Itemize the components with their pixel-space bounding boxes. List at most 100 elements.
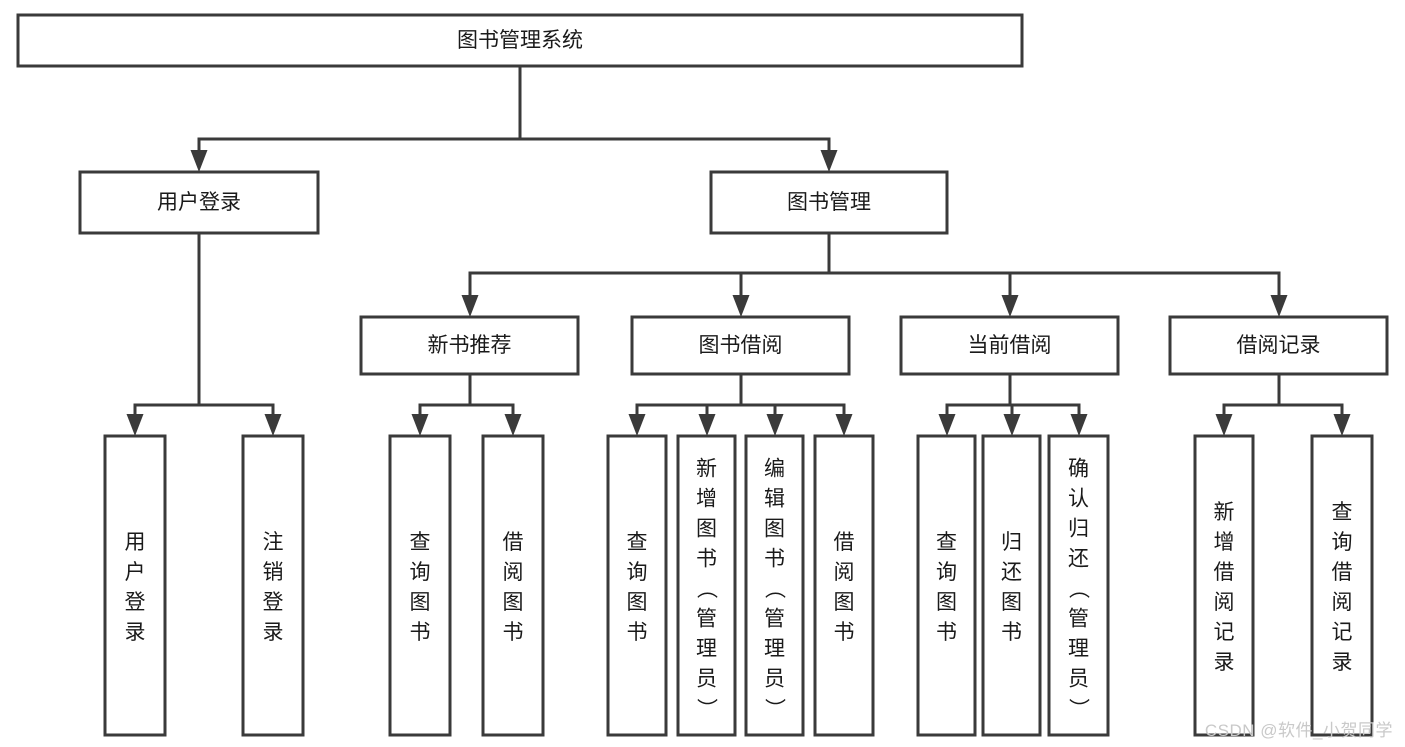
node-label-char: 录 [1214, 651, 1235, 674]
node-label-char: 阅 [503, 561, 524, 584]
node-box [1047, 434, 1110, 737]
node-label-char: 图 [834, 591, 855, 614]
node-label-char: 增 [696, 487, 717, 510]
node-label-char: 户 [125, 561, 146, 584]
node-label-char: 认 [1068, 487, 1089, 510]
node-label-char: 借 [1332, 561, 1353, 584]
node-label-char: 书 [627, 621, 648, 644]
node-label-char: 辑 [764, 487, 785, 510]
node-label-char: 登 [263, 591, 284, 614]
node-label-char: 书 [834, 621, 855, 644]
node-label-char: 图 [764, 517, 785, 540]
arrowhead-icon-book_mgmt [820, 150, 838, 172]
node-borrow-record[interactable]: 借阅记录 [1168, 315, 1389, 376]
arrowhead-icon-leaf_add_record [1215, 414, 1233, 436]
node-label-char: 员 [696, 667, 717, 690]
node-box [899, 315, 1120, 376]
node-label-char: 书 [503, 621, 524, 644]
node-label-char: 录 [263, 621, 284, 644]
node-label: 图书管理 [787, 191, 871, 214]
node-label-char: 注 [263, 531, 284, 554]
node-label-char: 查 [627, 531, 648, 554]
node-book-mgmt[interactable]: 图书管理 [709, 170, 949, 235]
node-root[interactable]: 图书管理系统 [16, 13, 1024, 68]
node-label: 图书管理系统 [457, 29, 583, 52]
node-label-char: 询 [936, 561, 957, 584]
node-leaf-user-login[interactable]: 用户登录 [103, 434, 167, 737]
node-label-char: ） [1067, 698, 1090, 719]
node-label-char: 图 [410, 591, 431, 614]
node-label-char: 归 [1068, 517, 1089, 540]
arrowhead-icon-leaf_query_book_2 [628, 414, 646, 436]
node-label: 当前借阅 [968, 334, 1052, 357]
arrowhead-icon-book_borrow [732, 295, 750, 317]
node-box [813, 434, 875, 737]
node-box [481, 434, 545, 737]
node-label-char: 确 [1068, 457, 1089, 480]
node-label-char: 图 [1001, 591, 1022, 614]
node-new-book-rec[interactable]: 新书推荐 [359, 315, 580, 376]
arrowhead-icon-leaf_borrow_book_2 [835, 414, 853, 436]
node-label-char: 询 [627, 561, 648, 584]
node-label-vertical: 用户登录 [125, 531, 146, 644]
node-label-char: 理 [1068, 637, 1089, 660]
node-label-char: 录 [1332, 651, 1353, 674]
node-label-char: 增 [1214, 531, 1235, 554]
arrowhead-icon-leaf_user_login [126, 414, 144, 436]
arrowhead-icon-leaf_return_book [1003, 414, 1021, 436]
arrowhead-icon-leaf_query_book_1 [411, 414, 429, 436]
edge-layer [126, 64, 1351, 436]
node-box [1193, 434, 1255, 737]
node-label-char: 借 [834, 531, 855, 554]
node-label-char: 员 [1068, 667, 1089, 690]
node-label-char: 员 [764, 667, 785, 690]
node-book-borrow[interactable]: 图书借阅 [630, 315, 851, 376]
node-label-char: 书 [410, 621, 431, 644]
node-label-char: 书 [936, 621, 957, 644]
node-label-char: 管 [696, 607, 717, 630]
node-label-char: 查 [410, 531, 431, 554]
node-label-char: 新 [1214, 501, 1235, 524]
node-box [16, 13, 1024, 68]
node-layer: 图书管理系统用户登录图书管理新书推荐图书借阅当前借阅借阅记录用户登录注销登录查询… [16, 13, 1389, 737]
node-box [241, 434, 305, 737]
node-label-char: 登 [125, 591, 146, 614]
arrowhead-icon-leaf_query_record [1333, 414, 1351, 436]
node-label-char: ） [695, 698, 718, 719]
node-label-char: 书 [696, 547, 717, 570]
node-label-char: 书 [1001, 621, 1022, 644]
node-current-borrow[interactable]: 当前借阅 [899, 315, 1120, 376]
node-box [103, 434, 167, 737]
node-label-char: 借 [1214, 561, 1235, 584]
node-label-char: 记 [1214, 621, 1235, 644]
node-label: 借阅记录 [1237, 334, 1321, 357]
arrowhead-icon-new_book_rec [461, 295, 479, 317]
node-label-char: 图 [627, 591, 648, 614]
node-box [359, 315, 580, 376]
node-label-char: 理 [764, 637, 785, 660]
node-label-char: 询 [1332, 531, 1353, 554]
node-label-char: 阅 [1214, 591, 1235, 614]
node-user-login[interactable]: 用户登录 [78, 170, 320, 235]
node-label-char: 阅 [834, 561, 855, 584]
node-label-char: 查 [1332, 501, 1353, 524]
